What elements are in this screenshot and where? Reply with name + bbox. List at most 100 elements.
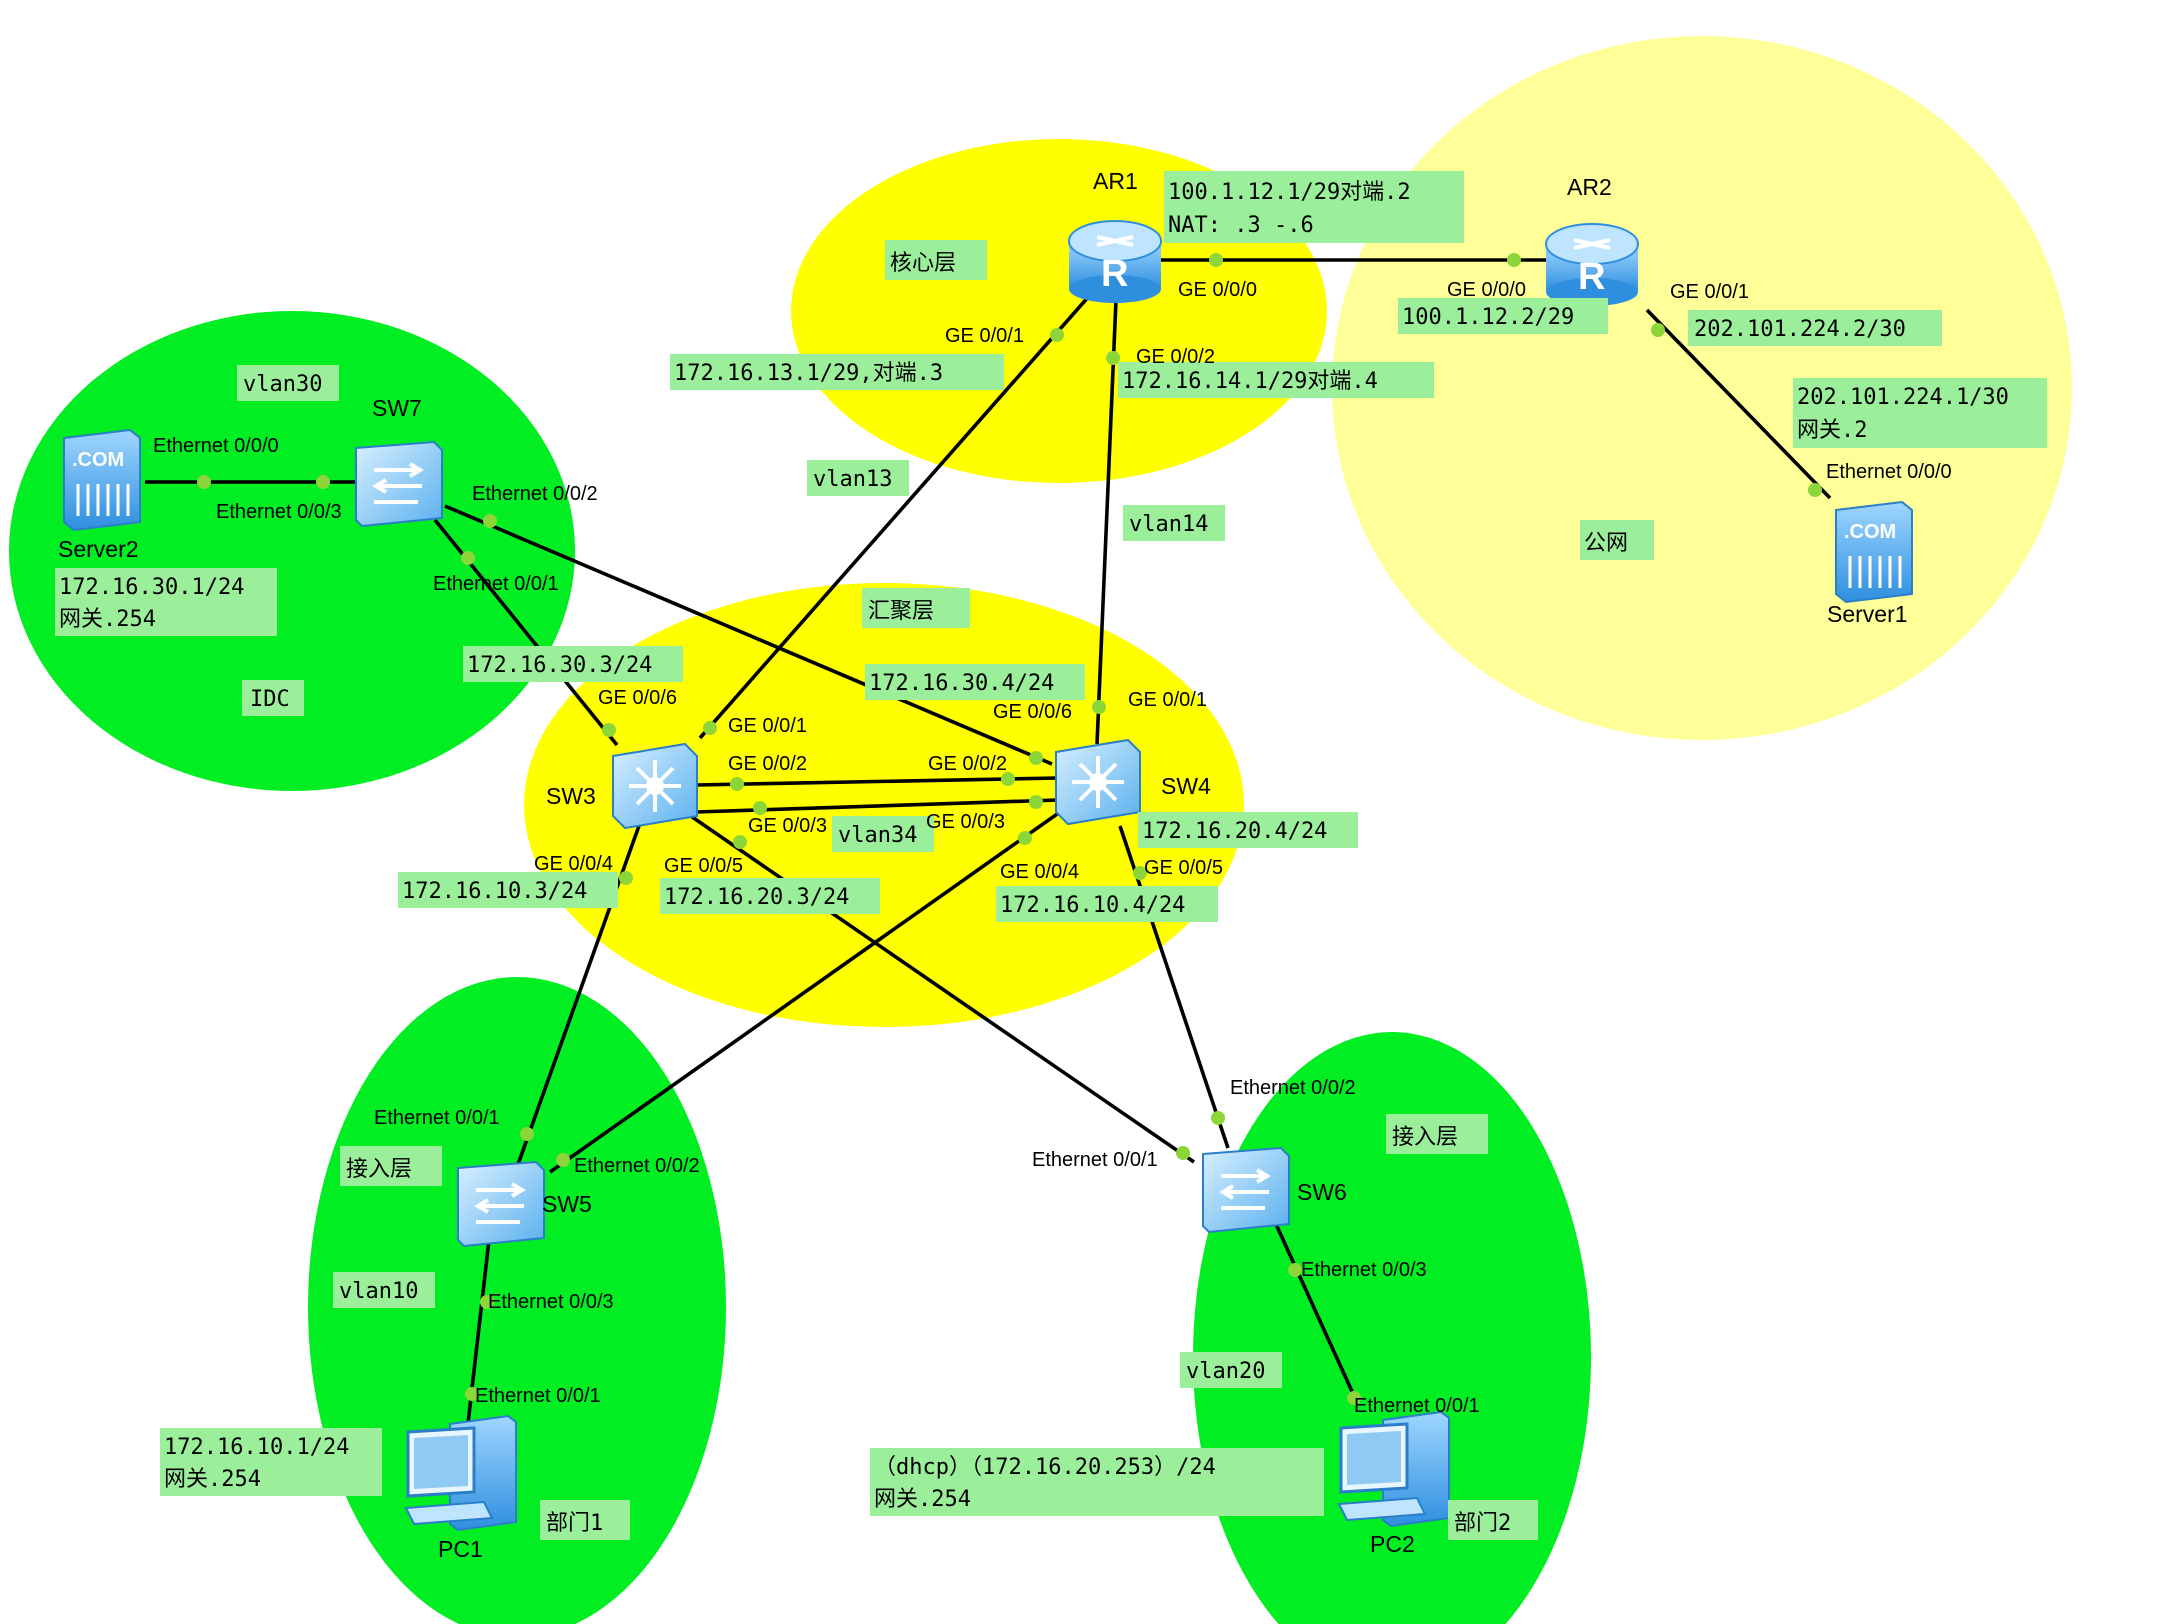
svg-text:公网: 公网 bbox=[1584, 531, 1628, 556]
server1-name: Server1 bbox=[1827, 601, 1908, 627]
port-sw7-e003: Ethernet 0/0/3 bbox=[216, 501, 342, 523]
address-label-ar2-wan: 100.1.12.2/29 bbox=[1398, 298, 1608, 334]
port-sw3-g002: GE 0/0/2 bbox=[728, 753, 807, 775]
port-sw4-g002: GE 0/0/2 bbox=[928, 753, 1007, 775]
sw7-access-switch-icon[interactable] bbox=[355, 440, 443, 528]
vlan-label-vlan30: vlan30 bbox=[237, 365, 339, 401]
svg-text:接入层: 接入层 bbox=[346, 1157, 412, 1182]
svg-text:部门1: 部门1 bbox=[546, 1511, 603, 1536]
ar2-router-icon[interactable]: R bbox=[1545, 223, 1639, 306]
port-sw3-g006: GE 0/0/6 bbox=[598, 687, 677, 709]
region-label-dept2: 部门2 bbox=[1448, 1500, 1538, 1540]
port-pc1-e001: Ethernet 0/0/1 bbox=[475, 1385, 601, 1407]
port-ar1-g002: GE 0/0/2 bbox=[1136, 346, 1215, 368]
port-pc2-e001: Ethernet 0/0/1 bbox=[1354, 1395, 1480, 1417]
svg-text:（dhcp）（172.16.20.253）/24: （dhcp）（172.16.20.253）/24 bbox=[874, 1455, 1216, 1480]
ar1-name: AR1 bbox=[1093, 168, 1138, 194]
vlan-label-vlan13: vlan13 bbox=[807, 460, 909, 496]
svg-text:172.16.10.4/24: 172.16.10.4/24 bbox=[1000, 893, 1185, 918]
address-label-sw3-vlan20: 172.16.20.3/24 bbox=[660, 878, 880, 914]
address-label-pc1: 172.16.10.1/24 网关.254 bbox=[160, 1428, 382, 1496]
svg-text:网关.254: 网关.254 bbox=[874, 1487, 971, 1512]
ar1-router-icon[interactable]: R bbox=[1068, 220, 1162, 303]
link-ar1-sw4 bbox=[1095, 299, 1118, 745]
address-label-pc2: （dhcp）（172.16.20.253）/24 网关.254 bbox=[870, 1448, 1324, 1516]
svg-text:vlan13: vlan13 bbox=[813, 467, 892, 492]
port-sw7-e001: Ethernet 0/0/1 bbox=[433, 573, 559, 595]
port-sw3-g004: GE 0/0/4 bbox=[534, 853, 613, 875]
port-server2-e000: Ethernet 0/0/0 bbox=[153, 435, 279, 457]
port-sw4-g005: GE 0/0/5 bbox=[1144, 857, 1223, 879]
port-sw5-e002: Ethernet 0/0/2 bbox=[574, 1155, 700, 1177]
link-ar1-sw3 bbox=[698, 293, 1092, 740]
svg-text:172.16.20.4/24: 172.16.20.4/24 bbox=[1142, 819, 1327, 844]
sw4-name: SW4 bbox=[1161, 773, 1211, 799]
svg-text:IDC: IDC bbox=[250, 687, 290, 712]
link-ar2-server1 bbox=[1645, 308, 1832, 500]
svg-text:172.16.10.3/24: 172.16.10.3/24 bbox=[402, 879, 587, 904]
port-server1-e000: Ethernet 0/0/0 bbox=[1826, 461, 1952, 483]
port-sw3-g005: GE 0/0/5 bbox=[664, 855, 743, 877]
svg-text:172.16.30.4/24: 172.16.30.4/24 bbox=[869, 671, 1054, 696]
port-sw6-e002: Ethernet 0/0/2 bbox=[1230, 1077, 1356, 1099]
pc2-name: PC2 bbox=[1370, 1531, 1415, 1557]
region-label-dept1: 部门1 bbox=[540, 1500, 630, 1540]
sw7-name: SW7 bbox=[372, 395, 422, 421]
link-sw4-sw5 bbox=[548, 810, 1062, 1174]
svg-text:R: R bbox=[1578, 256, 1605, 298]
vlan-label-vlan34: vlan34 bbox=[832, 816, 934, 852]
sw3-name: SW3 bbox=[546, 783, 596, 809]
sw6-access-switch-icon[interactable] bbox=[1202, 1146, 1290, 1234]
svg-text:网关.2: 网关.2 bbox=[1797, 418, 1868, 443]
svg-text:172.16.14.1/29对端.4: 172.16.14.1/29对端.4 bbox=[1122, 369, 1378, 394]
address-label-sw4-vlan30: 172.16.30.4/24 bbox=[865, 664, 1085, 700]
sw6-name: SW6 bbox=[1297, 1179, 1347, 1205]
sw3-core-switch-icon[interactable] bbox=[612, 742, 698, 830]
link-sw6-pc2 bbox=[1273, 1221, 1357, 1399]
pc1-pc-icon[interactable] bbox=[404, 1414, 517, 1532]
svg-text:核心层: 核心层 bbox=[890, 251, 956, 276]
port-sw5-e003: Ethernet 0/0/3 bbox=[488, 1291, 614, 1313]
port-ar2-g001: GE 0/0/1 bbox=[1670, 281, 1749, 303]
port-sw4-g006: GE 0/0/6 bbox=[993, 701, 1072, 723]
port-sw7-e002: Ethernet 0/0/2 bbox=[472, 483, 598, 505]
sw5-access-switch-icon[interactable] bbox=[457, 1160, 545, 1248]
svg-text:202.101.224.1/30: 202.101.224.1/30 bbox=[1797, 385, 2009, 410]
ar2-name: AR2 bbox=[1567, 174, 1612, 200]
port-sw4-g003: GE 0/0/3 bbox=[926, 811, 1005, 833]
region-label-aggregation: 汇聚层 bbox=[862, 588, 970, 628]
svg-text:.COM: .COM bbox=[1844, 521, 1896, 543]
server1-server-icon[interactable]: .COM bbox=[1835, 500, 1913, 604]
sw4-core-switch-icon[interactable] bbox=[1055, 738, 1141, 826]
svg-text:vlan34: vlan34 bbox=[838, 823, 917, 848]
svg-text:100.1.12.1/29对端.2: 100.1.12.1/29对端.2 bbox=[1168, 180, 1411, 205]
address-label-sw4-vlan10: 172.16.10.4/24 bbox=[996, 886, 1218, 922]
port-sw5-e001: Ethernet 0/0/1 bbox=[374, 1107, 500, 1129]
svg-text:vlan30: vlan30 bbox=[243, 372, 322, 397]
pc1-name: PC1 bbox=[438, 1536, 483, 1562]
port-ar1-g000: GE 0/0/0 bbox=[1178, 279, 1257, 301]
address-label-server1: 202.101.224.1/30 网关.2 bbox=[1793, 378, 2047, 448]
server2-name: Server2 bbox=[58, 536, 139, 562]
region-label-core: 核心层 bbox=[885, 240, 987, 280]
vlan-label-vlan20: vlan20 bbox=[1180, 1352, 1282, 1388]
address-label-sw3-vlan10: 172.16.10.3/24 bbox=[398, 872, 618, 908]
idc-region bbox=[9, 311, 575, 791]
link-sw3-sw4-g002 bbox=[695, 776, 1059, 787]
address-label-sw4-vlan20: 172.16.20.4/24 bbox=[1138, 812, 1358, 848]
svg-text:网关.254: 网关.254 bbox=[164, 1467, 261, 1492]
vlan-label-vlan10: vlan10 bbox=[333, 1272, 435, 1308]
svg-text:172.16.30.3/24: 172.16.30.3/24 bbox=[467, 653, 652, 678]
port-sw3-g003: GE 0/0/3 bbox=[748, 815, 827, 837]
address-label-ar1-g002: 172.16.14.1/29对端.4 bbox=[1118, 362, 1434, 398]
svg-text:vlan10: vlan10 bbox=[339, 1279, 418, 1304]
region-label-public: 公网 bbox=[1580, 520, 1654, 560]
port-sw4-g001: GE 0/0/1 bbox=[1128, 689, 1207, 711]
svg-text:172.16.13.1/29,对端.3: 172.16.13.1/29,对端.3 bbox=[674, 361, 943, 386]
port-ar1-g001: GE 0/0/1 bbox=[945, 325, 1024, 347]
vlan-label-vlan14: vlan14 bbox=[1123, 505, 1225, 541]
svg-text:NAT: .3 -.6: NAT: .3 -.6 bbox=[1168, 213, 1314, 238]
address-label-server2: 172.16.30.1/24 网关.254 bbox=[55, 568, 277, 636]
pc2-pc-icon[interactable] bbox=[1337, 1410, 1450, 1528]
server2-server-icon[interactable]: .COM bbox=[63, 428, 141, 532]
